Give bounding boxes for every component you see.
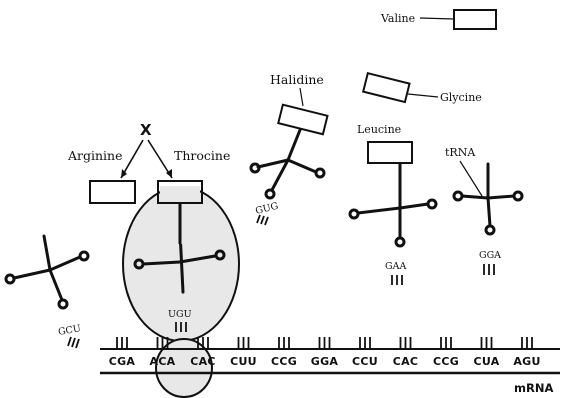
trna-halidine bbox=[251, 130, 324, 198]
trna-left bbox=[6, 236, 88, 308]
mrna-codon: CAC bbox=[393, 355, 419, 368]
mrna-label: mRNA bbox=[514, 381, 553, 395]
valine-box bbox=[454, 10, 496, 29]
mrna-codon: AGU bbox=[513, 355, 540, 368]
halidine-label: Halidine bbox=[270, 72, 324, 87]
leucine-label: Leucine bbox=[357, 123, 401, 136]
anticodon-gug: GUG bbox=[254, 201, 279, 217]
arginine-label: Arginine bbox=[67, 148, 123, 163]
valine-label: Valine bbox=[380, 12, 415, 25]
trna-leucine bbox=[350, 164, 436, 246]
left-trna-bonds bbox=[68, 337, 79, 348]
mrna-codon: CUA bbox=[473, 355, 499, 368]
anticodon-gaa: GAA bbox=[385, 261, 406, 272]
trna-glycine bbox=[454, 164, 522, 234]
mrna-codon: CAC bbox=[190, 355, 216, 368]
throcine-label: Throcine bbox=[174, 148, 230, 163]
mrna-codon: CUU bbox=[230, 355, 257, 368]
anticodon-gcu: GCU bbox=[57, 323, 81, 338]
valine-pointer bbox=[420, 18, 454, 19]
halidine-box bbox=[278, 105, 327, 135]
mrna-codon: CCU bbox=[352, 355, 378, 368]
anticodon-ugu: UGU bbox=[168, 309, 192, 320]
halidine-pointer bbox=[300, 88, 303, 106]
leucine-bonds bbox=[392, 275, 402, 285]
mrna-codon: CCG bbox=[271, 355, 297, 368]
trna-pointer bbox=[460, 161, 482, 196]
mismatch-x-mark: X bbox=[140, 121, 152, 139]
trna-label: tRNA bbox=[445, 146, 476, 159]
glycine-box bbox=[363, 73, 409, 102]
glycine-label: Glycine bbox=[440, 91, 482, 104]
halidine-bonds bbox=[257, 215, 268, 225]
mrna-codon: CCG bbox=[433, 355, 459, 368]
throcine-box-shade bbox=[160, 186, 200, 204]
glycine-bonds bbox=[484, 264, 494, 275]
mismatch-arrows bbox=[121, 140, 172, 178]
mrna-codon: GGA bbox=[311, 355, 339, 368]
mrna-codons: CGA ACA CAC CUU CCG GGA CCU CAC CCG CUA AGU bbox=[109, 355, 541, 368]
leucine-box bbox=[368, 142, 412, 163]
glycine-pointer bbox=[408, 94, 438, 97]
arginine-box bbox=[90, 181, 135, 203]
mrna-codon: CGA bbox=[109, 355, 136, 368]
anticodon-gga: GGA bbox=[479, 250, 501, 261]
mrna-codon: ACA bbox=[150, 355, 176, 368]
